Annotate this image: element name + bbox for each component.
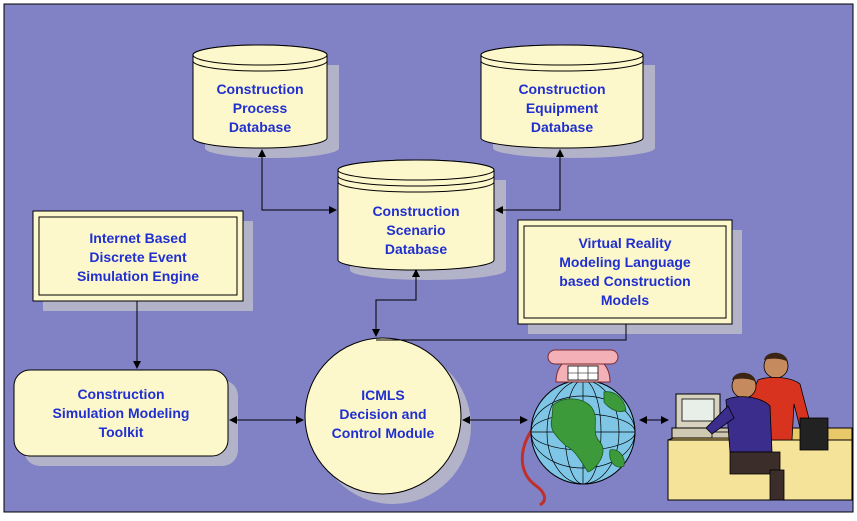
connectors <box>133 149 669 424</box>
scenario-database-node <box>337 159 506 280</box>
computer-users-icon <box>667 352 853 501</box>
equipment-database-node <box>480 44 655 158</box>
process-database-node <box>192 44 339 158</box>
vrml-models-node <box>517 219 742 334</box>
globe-telephone-icon <box>520 349 636 507</box>
connector-vrml-icmls <box>376 324 627 341</box>
connector-scenario-icmls <box>372 269 420 337</box>
simulation-engine-node <box>32 210 253 311</box>
icmls-module-node <box>304 337 471 504</box>
connector-process-scenario <box>258 149 337 214</box>
connector-equipment-scenario <box>495 149 564 214</box>
toolkit-node <box>13 369 238 466</box>
